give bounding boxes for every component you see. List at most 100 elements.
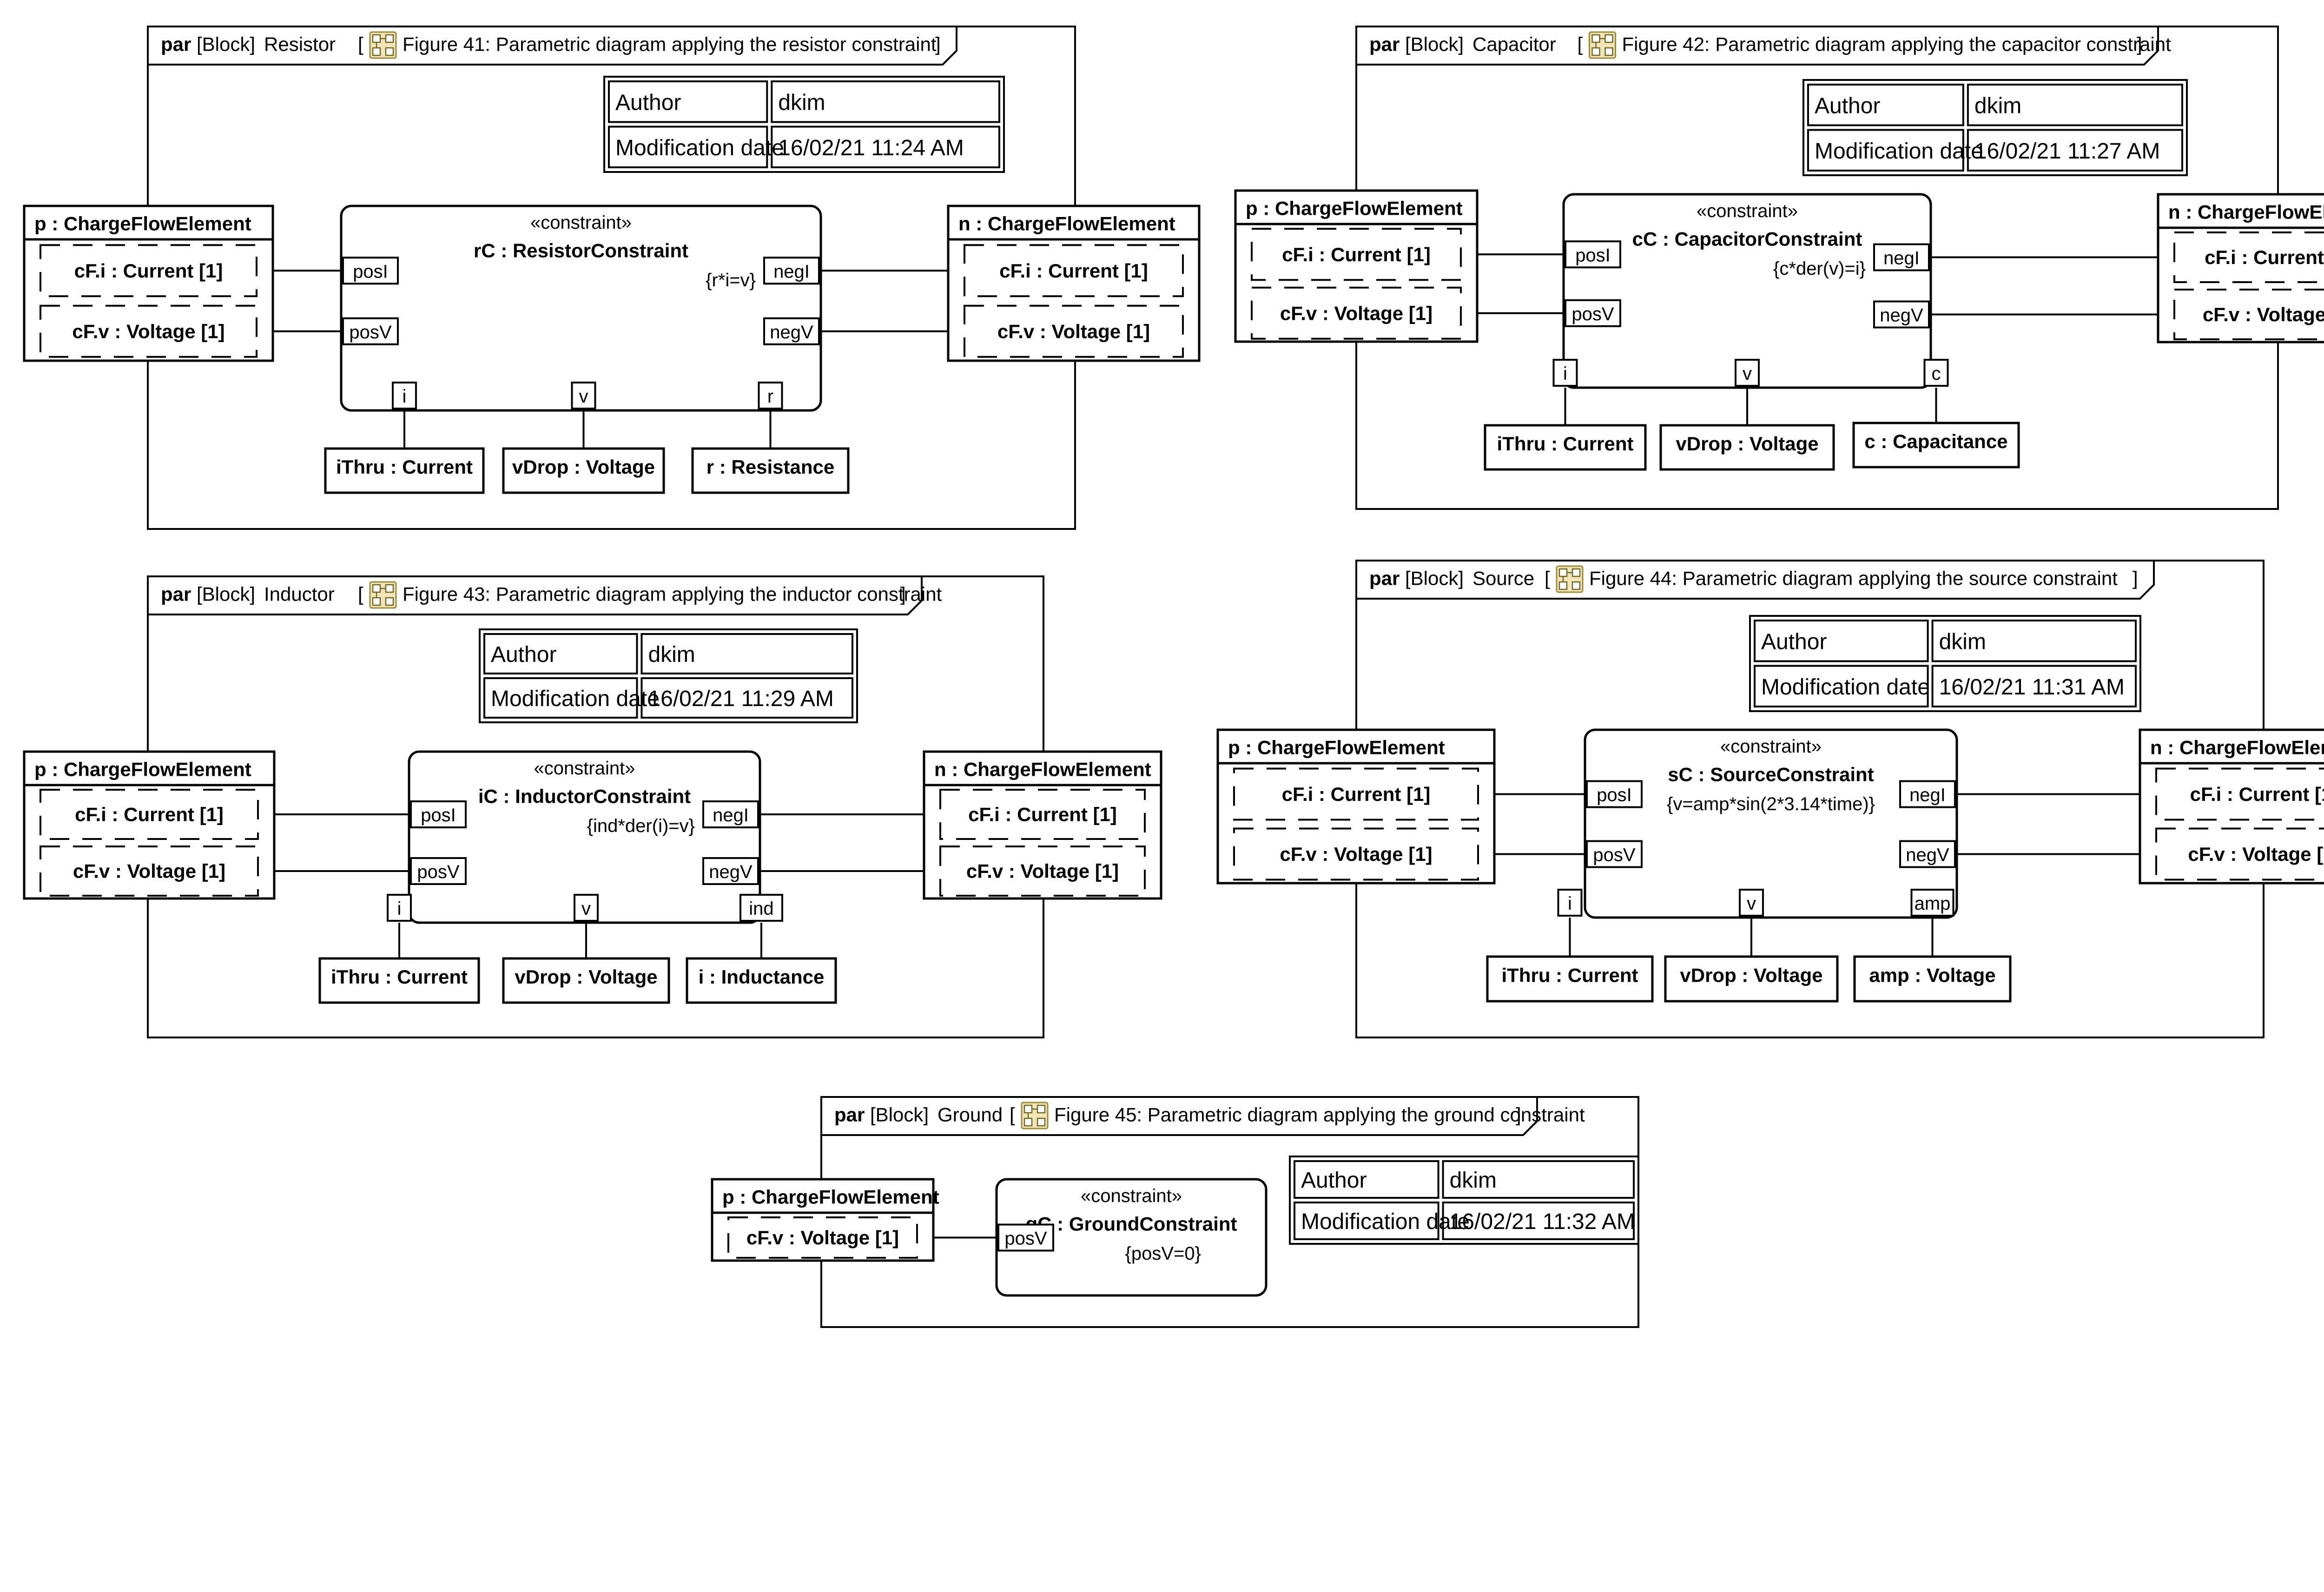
constraint-property[interactable]: «constraint»sC : SourceConstraint{v=amp*… — [1557, 728, 1958, 919]
constraint-parameter-posI[interactable] — [410, 800, 467, 828]
constraint-parameter-ind[interactable] — [739, 894, 783, 922]
constraint-parameter-posI[interactable] — [1565, 240, 1621, 269]
metadata-label-cell — [1807, 129, 1964, 172]
parametric-diagram-icon — [1556, 565, 1584, 593]
constraint-parameter-negV[interactable] — [702, 857, 759, 885]
part-property-voltage[interactable]: cF.v : Voltage [1] — [1251, 286, 1462, 340]
metadata-date: 16/02/21 11:31 AM — [1939, 675, 2125, 700]
constraint-parameter-negV[interactable] — [1899, 840, 1956, 868]
parameter-label: negV — [770, 322, 813, 343]
part-property-voltage[interactable]: cF.v : Voltage [1] — [727, 1216, 918, 1259]
part-property-voltage[interactable]: cF.v : Voltage [1] — [1233, 827, 1479, 881]
value-property[interactable]: iThru : Current — [318, 957, 480, 1004]
constraint-parameter-r[interactable] — [758, 382, 783, 410]
constraint-parameter-posV[interactable] — [342, 317, 399, 345]
value-property-label: vDrop : Voltage — [1680, 964, 1822, 986]
value-property[interactable]: iThru : Current — [1484, 424, 1647, 471]
diagram-kind-keyword: par — [1369, 568, 1400, 589]
constraint-parameter-i[interactable] — [1557, 889, 1583, 917]
metadata-author-label: Author — [1815, 93, 1880, 118]
part-property-voltage[interactable]: cF.v : Voltage [1] — [2173, 289, 2324, 340]
constraint-parameter-posV[interactable] — [997, 1223, 1054, 1252]
metadata-author-label: Author — [1301, 1168, 1367, 1193]
constraint-parameter-amp[interactable] — [1910, 889, 1954, 917]
part-property-voltage[interactable]: cF.v : Voltage [1] — [939, 846, 1146, 897]
part-label: cF.v : Voltage [1] — [997, 320, 1150, 342]
parameter-label: negI — [1883, 248, 1920, 269]
constraint-parameter-posV[interactable] — [1586, 840, 1643, 868]
parameter-label: i — [1568, 893, 1572, 914]
part-property-current[interactable]: cF.i : Current [1] — [2155, 767, 2324, 821]
value-property[interactable]: c : Capacitance — [1852, 422, 2020, 469]
value-property[interactable]: vDrop : Voltage — [1664, 955, 1839, 1003]
constraint-parameter-v[interactable] — [574, 894, 599, 922]
constraint-parameter-negI[interactable] — [1899, 780, 1956, 808]
metadata-date-label: Modification date — [1301, 1209, 1470, 1234]
n-charge-flow-block[interactable]: n : ChargeFlowElement cF.i : Current [1] c… — [2157, 193, 2324, 344]
part-label: cF.i : Current [1] — [1282, 244, 1431, 265]
part-label: cF.v : Voltage [1] — [2188, 843, 2324, 865]
value-property[interactable]: amp : Voltage — [1853, 955, 2012, 1003]
p-block-title: p : ChargeFlowElement — [1246, 198, 1463, 219]
p-charge-flow-block[interactable]: p : ChargeFlowElement cF.i : Current [1] c… — [1234, 189, 1479, 343]
value-property[interactable]: iThru : Current — [324, 447, 485, 494]
constraint-parameter-posV[interactable] — [1565, 299, 1621, 327]
constraint-property[interactable]: «constraint»rC : ResistorConstraint{r*i=… — [340, 205, 822, 412]
constraint-parameter-i[interactable] — [387, 894, 412, 922]
part-property-current[interactable]: cF.i : Current [1] — [40, 244, 257, 297]
constraint-parameter-negV[interactable] — [1873, 300, 1930, 329]
constraint-property[interactable]: «constraint»gC : GroundConstraint{posV=0… — [995, 1178, 1268, 1297]
value-property[interactable]: r : Resistance — [691, 447, 850, 494]
parameter-label: posV — [349, 322, 391, 343]
part-property-voltage[interactable]: cF.v : Voltage [1] — [40, 304, 257, 358]
constraint-property[interactable]: «constraint»iC : InductorConstraint{ind*… — [387, 750, 783, 924]
constraint-parameter-i[interactable] — [392, 382, 417, 410]
n-block-title: n : ChargeFlowElement — [2168, 201, 2324, 223]
constraint-parameter-c[interactable] — [1923, 359, 1949, 387]
value-property[interactable]: i : Inductance — [686, 957, 837, 1004]
diagram-kind-keyword: par — [161, 583, 191, 605]
constraint-parameter-posI[interactable] — [342, 257, 399, 285]
part-property-voltage[interactable]: cF.v : Voltage [1] — [964, 304, 1184, 358]
constraint-parameter-negI[interactable] — [1873, 243, 1930, 271]
value-property[interactable]: iThru : Current — [1486, 955, 1654, 1003]
part-property-current[interactable]: cF.i : Current [1] — [40, 789, 259, 840]
part-property-voltage[interactable]: cF.v : Voltage [1] — [2155, 827, 2324, 881]
constraint-parameter-posV[interactable] — [410, 857, 467, 885]
constraint-parameter-i[interactable] — [1552, 359, 1578, 387]
part-property-current[interactable]: cF.i : Current [1] — [1251, 228, 1462, 281]
diagram-header-tab — [147, 575, 923, 615]
part-property-current[interactable]: cF.i : Current [1] — [964, 244, 1184, 297]
part-label: cF.v : Voltage [1] — [1280, 843, 1432, 865]
part-property-voltage[interactable]: cF.v : Voltage [1] — [40, 846, 259, 897]
part-property-current[interactable]: cF.i : Current [1] — [2173, 231, 2324, 283]
constraint-parameter-negV[interactable] — [763, 317, 820, 345]
value-property[interactable]: vDrop : Voltage — [1659, 424, 1835, 471]
constraint-parameter-v[interactable] — [1739, 889, 1764, 917]
bracket-close: ] — [2133, 568, 2138, 589]
parameter-label: amp — [1915, 893, 1951, 914]
parameter-label: negI — [773, 261, 810, 282]
bracket-open: [ — [1010, 1104, 1015, 1126]
parametric-diagram-icon — [1021, 1102, 1049, 1130]
metadata-date: 16/02/21 11:32 AM — [1450, 1209, 1635, 1234]
parameter-label: posI — [1575, 245, 1611, 265]
constraint-parameter-v[interactable] — [571, 382, 596, 410]
value-property[interactable]: vDrop : Voltage — [502, 447, 665, 494]
part-property-current[interactable]: cF.i : Current [1] — [939, 789, 1146, 840]
constraint-parameter-negI[interactable] — [702, 800, 759, 828]
constraint-parameter-posI[interactable] — [1586, 780, 1643, 808]
constraint-parameter-v[interactable] — [1735, 359, 1760, 387]
constraint-expression: {v=amp*sin(2*3.14*time)} — [1667, 794, 1875, 814]
value-property[interactable]: vDrop : Voltage — [502, 957, 670, 1004]
constraint-parameter-negI[interactable] — [763, 257, 820, 285]
constraint-property[interactable]: «constraint»cC : CapacitorConstraint{c*d… — [1552, 193, 1949, 389]
part-property-current[interactable]: cF.i : Current [1] — [1233, 767, 1479, 821]
